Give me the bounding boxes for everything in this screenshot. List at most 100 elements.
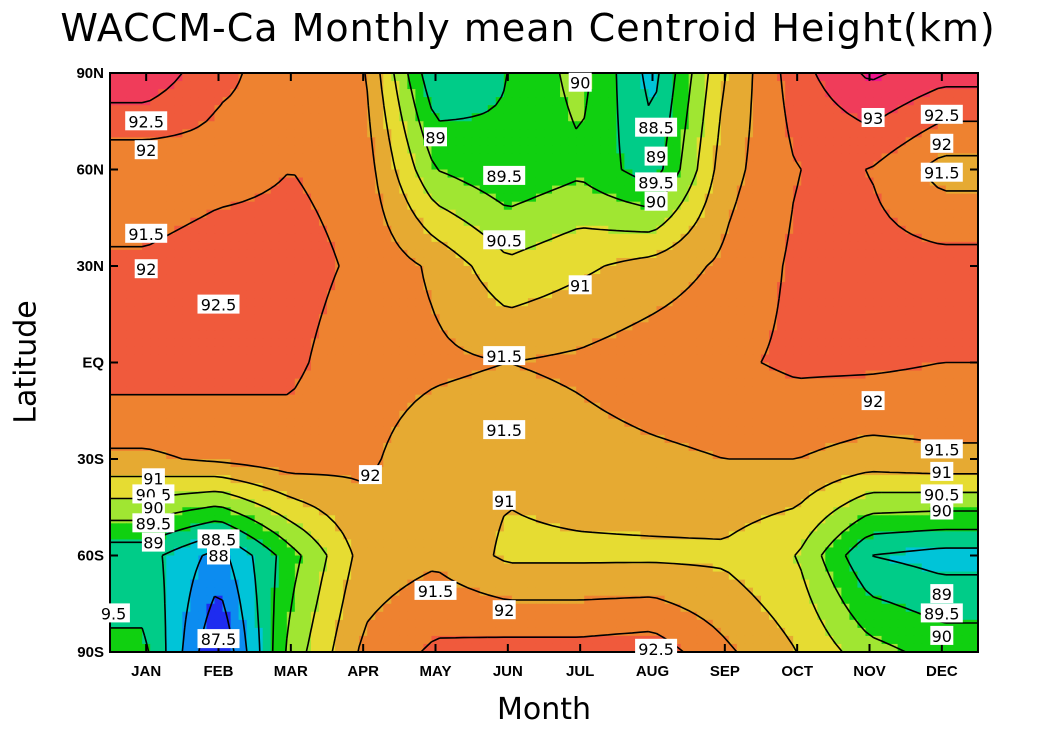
contour-cell — [327, 201, 336, 211]
contour-cell — [463, 161, 473, 171]
contour-cell — [825, 410, 834, 420]
contour-cell — [110, 153, 119, 163]
contour-cell — [801, 177, 810, 187]
contour-cell — [833, 274, 842, 283]
contour-cell — [929, 81, 939, 90]
contour-cell — [327, 249, 336, 259]
contour-cell — [961, 354, 971, 364]
contour-cell — [270, 137, 280, 146]
contour-cell — [134, 274, 143, 283]
contour-cell — [544, 362, 553, 372]
contour-cell — [391, 217, 400, 227]
contour-cell — [359, 426, 368, 436]
contour-cell — [793, 257, 802, 267]
contour-cell — [134, 185, 143, 195]
contour-cell — [769, 266, 778, 275]
contour-cell — [150, 370, 159, 380]
contour-cell — [712, 378, 722, 388]
contour-cell — [142, 282, 151, 291]
contour-cell — [294, 362, 304, 372]
contour-cell — [351, 145, 360, 155]
contour-cell — [680, 370, 690, 380]
contour-cell — [375, 249, 384, 259]
contour-cell — [126, 129, 135, 138]
contour-cell — [351, 282, 360, 291]
contour-cell — [302, 386, 312, 396]
contour-cell — [391, 209, 400, 219]
contour-cell — [624, 225, 634, 235]
contour-cell — [238, 354, 248, 364]
contour-cell — [455, 81, 465, 90]
contour-cell — [126, 426, 135, 436]
contour-cell — [471, 346, 481, 356]
contour-cell — [801, 274, 810, 283]
contour-cell — [407, 402, 417, 412]
contour-cell — [463, 249, 473, 259]
contour-cell — [857, 145, 867, 155]
contour-cell — [174, 113, 183, 122]
contour-cell — [632, 81, 642, 90]
contour-cell — [953, 370, 963, 380]
contour-cell — [600, 378, 609, 388]
contour-cell — [423, 426, 433, 436]
contour-cell — [785, 185, 794, 195]
contour-cell — [680, 225, 690, 235]
contour-cell — [198, 346, 208, 356]
contour-cell — [399, 338, 408, 348]
contour-cell — [343, 217, 352, 227]
contour-cell — [664, 354, 674, 364]
contour-cell — [712, 434, 722, 444]
contour-cell — [262, 169, 272, 179]
contour-cell — [777, 129, 786, 138]
contour-cell — [495, 81, 505, 90]
contour-cell — [616, 97, 625, 106]
contour-cell — [841, 113, 851, 122]
contour-cell — [825, 426, 834, 436]
contour-cell — [793, 402, 802, 412]
contour-cell — [736, 73, 746, 82]
contour-cell — [704, 113, 714, 122]
contour-cell — [568, 233, 577, 243]
contour-cell — [785, 97, 794, 106]
contour-cell — [455, 249, 465, 259]
contour-cell — [399, 105, 408, 114]
contour-cell — [310, 266, 320, 275]
contour-cell — [736, 129, 746, 138]
contour-cell — [158, 290, 167, 299]
contour-cell — [134, 386, 143, 396]
contour-cell — [761, 137, 770, 146]
contour-cell — [680, 209, 690, 219]
contour-cell — [688, 113, 698, 122]
contour-cell — [809, 338, 818, 348]
contour-cell — [664, 217, 674, 227]
contour-cell — [463, 274, 473, 283]
contour-cell — [335, 274, 344, 283]
contour-cell — [913, 137, 923, 146]
contour-cell — [302, 282, 312, 291]
contour-cell — [359, 370, 368, 380]
contour-cell — [367, 402, 376, 412]
contour-cell — [158, 73, 167, 82]
contour-cell — [889, 290, 899, 299]
contour-cell — [584, 362, 593, 372]
contour-cell — [375, 169, 384, 179]
contour-cell — [793, 322, 802, 331]
contour-cell — [166, 201, 175, 211]
contour-cell — [310, 434, 320, 444]
contour-cell — [664, 338, 674, 348]
contour-cell — [511, 314, 521, 323]
contour-cell — [913, 89, 923, 98]
contour-cell — [166, 442, 175, 452]
contour-cell — [696, 282, 706, 291]
contour-cell — [278, 290, 288, 299]
contour-cell — [471, 322, 481, 331]
contour-cell — [656, 249, 666, 259]
contour-cell — [327, 161, 336, 171]
contour-cell — [576, 121, 585, 130]
contour-cell — [728, 217, 738, 227]
contour-cell — [849, 241, 859, 251]
contour-cell — [825, 121, 834, 130]
contour-cell — [198, 410, 208, 420]
contour-cell — [351, 209, 360, 219]
contour-cell — [174, 314, 183, 323]
